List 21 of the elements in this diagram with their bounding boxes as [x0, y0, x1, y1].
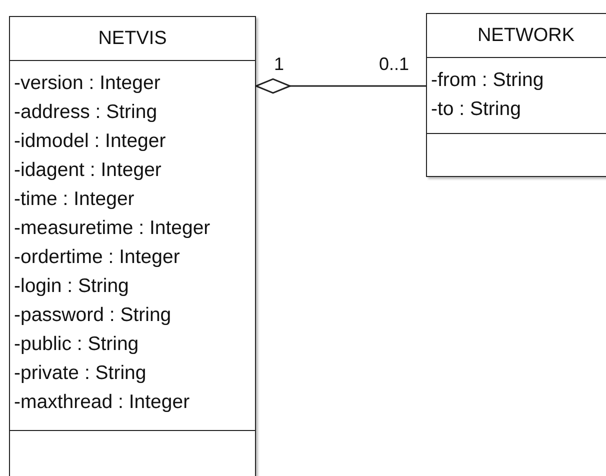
attribute-text: -address : String — [14, 100, 158, 125]
class-box — [9, 16, 256, 476]
class-box — [426, 13, 606, 177]
attribute-text: -from : String — [431, 68, 544, 93]
attribute-text: -login : String — [14, 274, 129, 299]
attribute-text: -time : Integer — [14, 187, 134, 212]
attribute-text: -idmodel : Integer — [14, 129, 166, 154]
aggregation-line — [255, 78, 426, 94]
attribute-text: -maxthread : Integer — [14, 390, 190, 415]
class-name: NETWORK — [477, 24, 575, 46]
multiplicity-label: 1 — [274, 54, 284, 74]
attribute-text: -version : Integer — [14, 71, 160, 96]
class-name: NETVIS — [98, 28, 167, 50]
attribute-text: -password : String — [14, 303, 172, 328]
attribute-text: -measuretime : Integer — [14, 216, 210, 241]
attribute-text: -idagent : Integer — [14, 158, 162, 183]
attribute-text: -public : String — [14, 332, 139, 357]
attribute-text: -private : String — [14, 361, 146, 386]
multiplicity-label: 0..1 — [379, 54, 410, 74]
attribute-text: -to : String — [431, 97, 521, 122]
attribute-text: -ordertime : Integer — [14, 245, 180, 270]
